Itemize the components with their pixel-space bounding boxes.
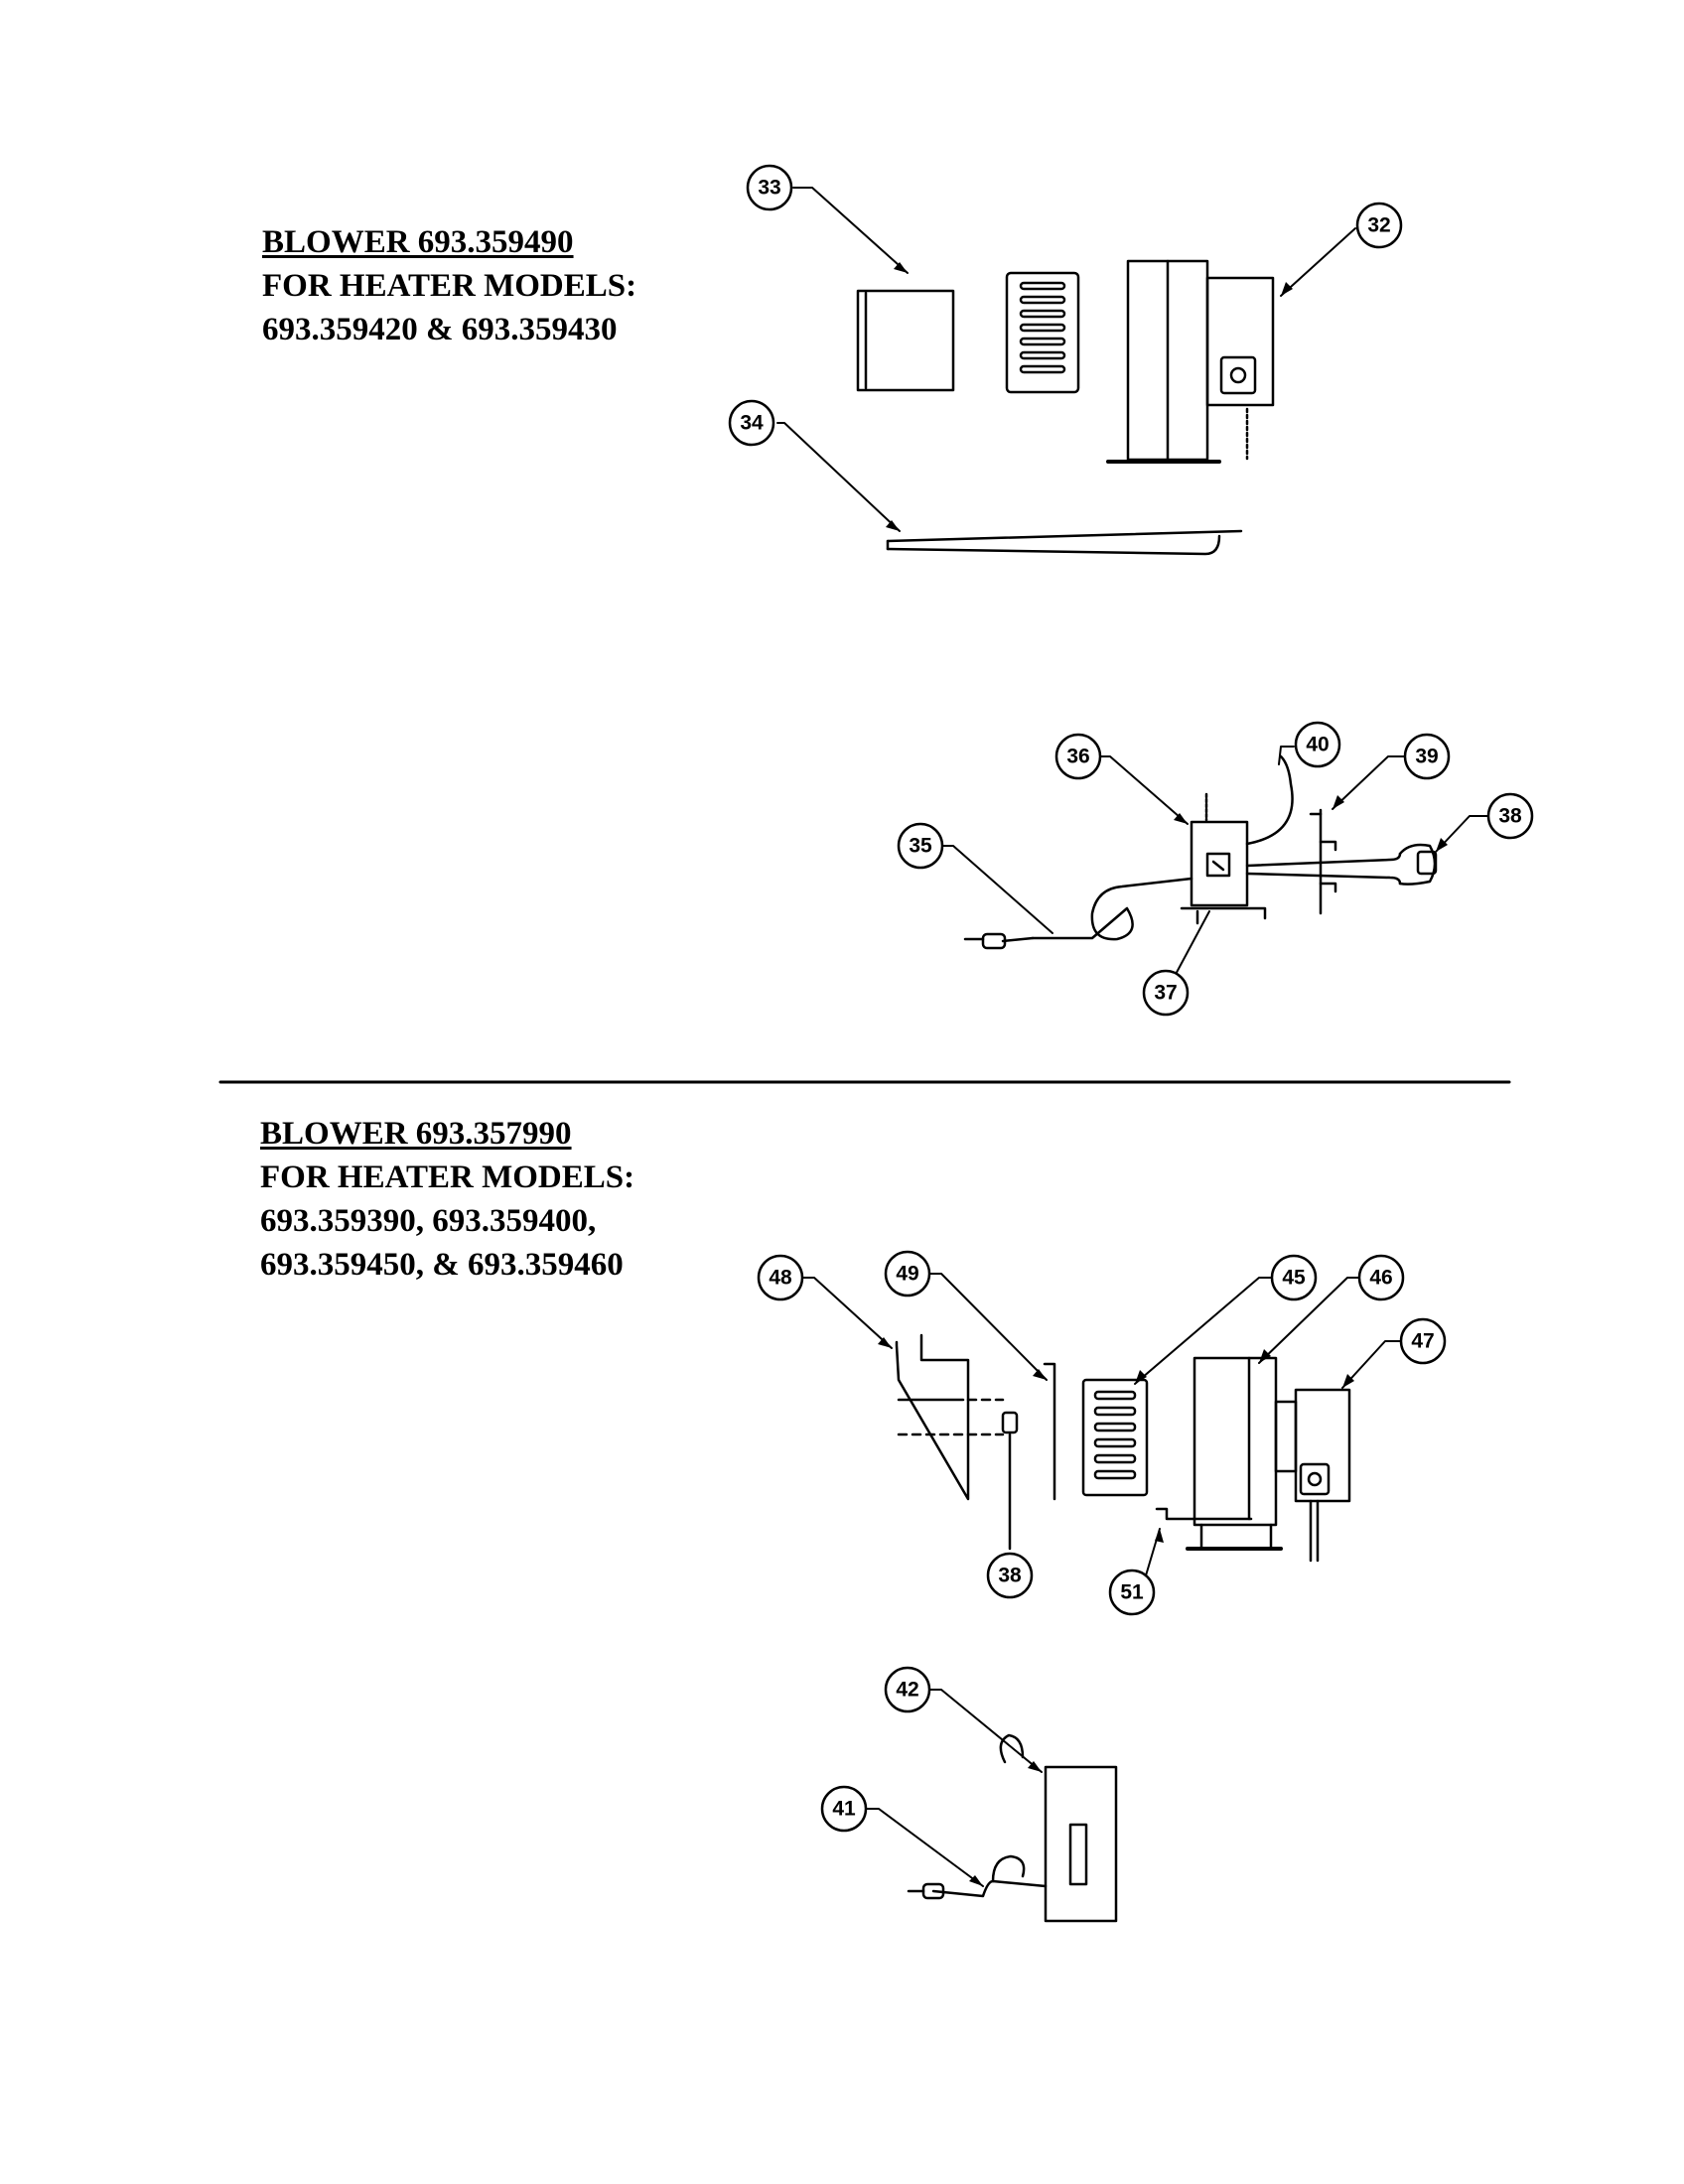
part-47-motor xyxy=(1274,1388,1351,1563)
grille-louvers xyxy=(1005,271,1080,394)
models-label: FOR HEATER MODELS: xyxy=(262,268,637,304)
control-box-assembly xyxy=(1180,792,1267,925)
blower-title: BLOWER 693.359490 xyxy=(262,224,574,260)
arrowheads xyxy=(878,262,1448,1886)
callout-40: 40 xyxy=(1306,734,1329,756)
section-heading-blower-2: BLOWER 693.357990 FOR HEATER MODELS: 693… xyxy=(260,1112,634,1287)
callout-51: 51 xyxy=(1120,1581,1144,1604)
part-32-motor xyxy=(1205,276,1275,461)
part-48-shroud xyxy=(895,1333,1019,1551)
callout-42: 42 xyxy=(896,1679,918,1702)
part-42-control-box xyxy=(1044,1765,1118,1923)
leader-lines xyxy=(776,187,1488,1887)
callout-48: 48 xyxy=(769,1267,792,1290)
part-49-plate xyxy=(1043,1362,1056,1501)
callout-47: 47 xyxy=(1411,1330,1434,1353)
callout-45: 45 xyxy=(1282,1267,1306,1290)
section-heading-blower-1: BLOWER 693.359490 FOR HEATER MODELS: 693… xyxy=(262,220,636,351)
part-41-power-cord xyxy=(907,1733,1048,1900)
models-list: 693.359420 & 693.359430 xyxy=(262,312,618,347)
blower-title: BLOWER 693.357990 xyxy=(260,1116,572,1152)
models-list: 693.359390, 693.359400, xyxy=(260,1203,597,1239)
part-33-panel xyxy=(856,289,955,392)
part-38-thermostat-probe xyxy=(1245,843,1438,886)
callout-46: 46 xyxy=(1369,1267,1392,1290)
part-35-power-cord xyxy=(963,877,1193,950)
callout-41: 41 xyxy=(832,1798,856,1821)
callout-34: 34 xyxy=(740,412,764,435)
callout-33: 33 xyxy=(758,177,780,200)
callout-38: 38 xyxy=(998,1565,1022,1587)
part-40-wire xyxy=(1245,754,1294,846)
callout-circles xyxy=(728,164,1534,1833)
part-46-blower-housing xyxy=(1155,1356,1283,1551)
callout-36: 36 xyxy=(1066,746,1089,768)
models-list: 693.359450, & 693.359460 xyxy=(260,1247,624,1283)
callout-35: 35 xyxy=(909,835,932,858)
callout-37: 37 xyxy=(1154,982,1177,1005)
callout-38: 38 xyxy=(1498,805,1522,828)
models-label: FOR HEATER MODELS: xyxy=(260,1160,635,1195)
part-45-grille xyxy=(1081,1378,1149,1497)
callout-49: 49 xyxy=(896,1263,918,1286)
callout-numbers: 33 32 34 36 40 39 38 35 37 48 49 45 46 4… xyxy=(740,177,1522,1821)
callout-32: 32 xyxy=(1367,214,1390,237)
callout-39: 39 xyxy=(1415,746,1438,768)
blower-housing xyxy=(1106,259,1221,464)
part-34-base-plate xyxy=(886,529,1243,556)
